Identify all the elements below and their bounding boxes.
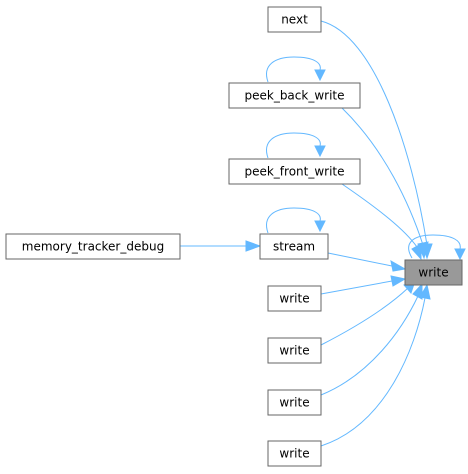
- node-write-3[interactable]: write: [267, 389, 322, 416]
- node-write-2[interactable]: write: [267, 337, 322, 364]
- edge-stream-to-write: [327, 252, 407, 272]
- node-peek-front-write[interactable]: peek_front_write: [228, 158, 361, 185]
- edge-write1-to-write: [320, 275, 407, 295]
- edge-memory-tracker-debug-to-stream: [180, 240, 262, 252]
- node-write-1[interactable]: write: [267, 285, 322, 312]
- node-memory-tracker-debug[interactable]: memory_tracker_debug: [5, 233, 181, 260]
- edge-stream-self: [266, 207, 326, 234]
- edge-peek-back-write-self: [266, 56, 326, 83]
- node-peek-back-write[interactable]: peek_back_write: [228, 82, 361, 109]
- node-next[interactable]: next: [267, 6, 322, 33]
- node-label: next: [281, 13, 308, 27]
- node-stream[interactable]: stream: [259, 233, 329, 260]
- edge-peek-front-write-to-write: [341, 183, 422, 261]
- node-label: stream: [273, 240, 315, 254]
- node-write-focus[interactable]: write: [404, 259, 463, 286]
- node-label: write: [279, 292, 309, 306]
- node-label: peek_back_write: [244, 89, 344, 103]
- node-write-4[interactable]: write: [267, 440, 322, 467]
- edge-peek-front-write-self: [266, 132, 326, 159]
- node-label: peek_front_write: [244, 165, 344, 179]
- node-label: write: [418, 266, 448, 280]
- node-label: memory_tracker_debug: [22, 240, 164, 254]
- node-label: write: [279, 396, 309, 410]
- node-label: write: [279, 344, 309, 358]
- node-label: write: [279, 447, 309, 461]
- edge-write2-to-write: [320, 280, 416, 346]
- edge-write4-to-write: [320, 283, 431, 447]
- edge-write3-to-write: [320, 282, 423, 396]
- edge-write-main-self: [408, 234, 466, 261]
